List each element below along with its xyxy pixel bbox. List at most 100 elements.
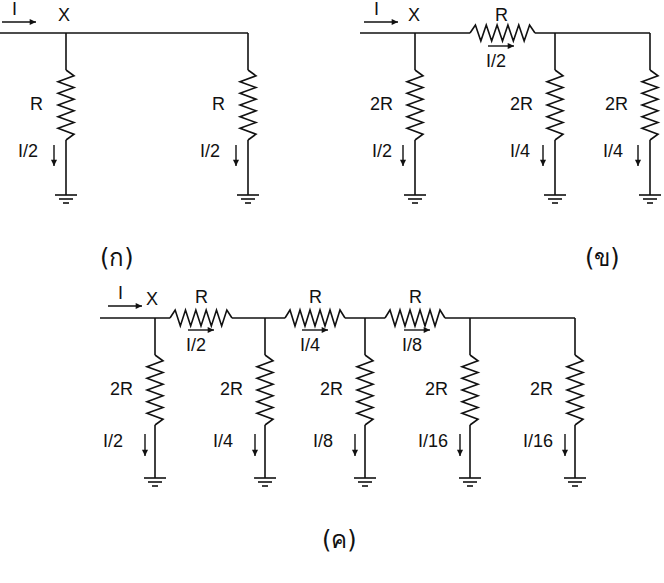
wire [358, 481, 372, 483]
wire [65, 140, 67, 195]
wire [100, 317, 170, 319]
wire [408, 198, 422, 200]
figure-caption: (ค) [322, 528, 357, 552]
resistor-symbol [385, 310, 445, 326]
wire [467, 485, 473, 487]
wire [643, 198, 657, 200]
circuit-label: I/8 [402, 336, 422, 354]
resistor-symbol [170, 310, 232, 326]
circuit-label: I/8 [313, 432, 333, 450]
figure-caption: (ข) [585, 246, 620, 270]
circuit-label: X [146, 290, 158, 308]
circuit-label: I/2 [200, 142, 220, 160]
circuit-label: I/2 [486, 52, 506, 70]
circuit-label: 2R [370, 95, 393, 113]
circuit-label: R [495, 6, 508, 24]
circuit-label: R [409, 288, 422, 306]
wire [59, 198, 73, 200]
wire [639, 194, 661, 196]
wire [258, 481, 272, 483]
wire [572, 485, 578, 487]
wire [649, 140, 651, 195]
circuit-label: 2R [110, 380, 133, 398]
wire [354, 477, 376, 479]
wire [264, 318, 266, 355]
circuit-label: 2R [425, 380, 448, 398]
circuit-label: I [374, 0, 379, 18]
circuit-label: X [408, 6, 420, 24]
wire [552, 202, 558, 204]
circuit-label: I/2 [103, 432, 123, 450]
wire [535, 32, 650, 34]
arrow-head [392, 19, 398, 25]
arrow-head [136, 303, 142, 309]
wire [554, 140, 556, 195]
wire [574, 318, 576, 355]
resistor-symbol [470, 25, 535, 41]
wire [154, 425, 156, 478]
circuit-label: I/2 [186, 336, 206, 354]
wire [412, 202, 418, 204]
wire [152, 485, 158, 487]
wire [364, 318, 366, 355]
wire [0, 32, 248, 34]
arrow-head [252, 450, 258, 456]
resistor-symbol [257, 355, 273, 425]
wire [63, 202, 69, 204]
wire [247, 140, 249, 195]
arrow-head [142, 450, 148, 456]
circuit-label: I [12, 0, 17, 18]
wire [154, 318, 156, 355]
wire [241, 198, 255, 200]
arrow-head [322, 327, 328, 333]
wire [362, 485, 368, 487]
circuit-label: 2R [605, 95, 628, 113]
wire [574, 425, 576, 478]
arrow-head [352, 450, 358, 456]
circuit-label: X [58, 6, 70, 24]
wire [414, 140, 416, 195]
wire [564, 477, 586, 479]
wire [445, 317, 575, 319]
arrow-head [562, 450, 568, 456]
arrow-head [400, 160, 406, 166]
resistor-symbol [240, 70, 256, 140]
resistor-symbol [567, 355, 583, 425]
wire [647, 202, 653, 204]
circuit-label: 2R [510, 95, 533, 113]
circuit-label: I/4 [300, 336, 320, 354]
resistor-symbol [407, 70, 423, 140]
wire [245, 202, 251, 204]
circuit-label: R [30, 95, 43, 113]
circuit-label: 2R [530, 380, 553, 398]
figure-caption: (ก) [100, 246, 134, 270]
circuit-label: I [118, 284, 123, 302]
wire [262, 485, 268, 487]
arrow-head [508, 43, 514, 49]
wire [232, 317, 285, 319]
wire [254, 477, 276, 479]
circuit-label: I/4 [213, 432, 233, 450]
arrow-head [30, 19, 36, 25]
wire [414, 33, 416, 70]
resistor-symbol [462, 355, 478, 425]
wire [548, 198, 562, 200]
wire [544, 194, 566, 196]
circuit-label: 2R [320, 380, 343, 398]
wire [649, 33, 651, 70]
arrow-head [540, 160, 546, 166]
arrow-head [635, 160, 641, 166]
circuit-label: I/16 [418, 432, 448, 450]
wire [469, 318, 471, 355]
resistor-symbol [147, 355, 163, 425]
wire [247, 33, 249, 70]
resistor-symbol [357, 355, 373, 425]
wire [554, 33, 556, 70]
arrow-head [457, 450, 463, 456]
circuit-label: I/4 [510, 142, 530, 160]
wire [404, 194, 426, 196]
wire [469, 425, 471, 478]
circuit-label: I/2 [18, 142, 38, 160]
wire [364, 425, 366, 478]
